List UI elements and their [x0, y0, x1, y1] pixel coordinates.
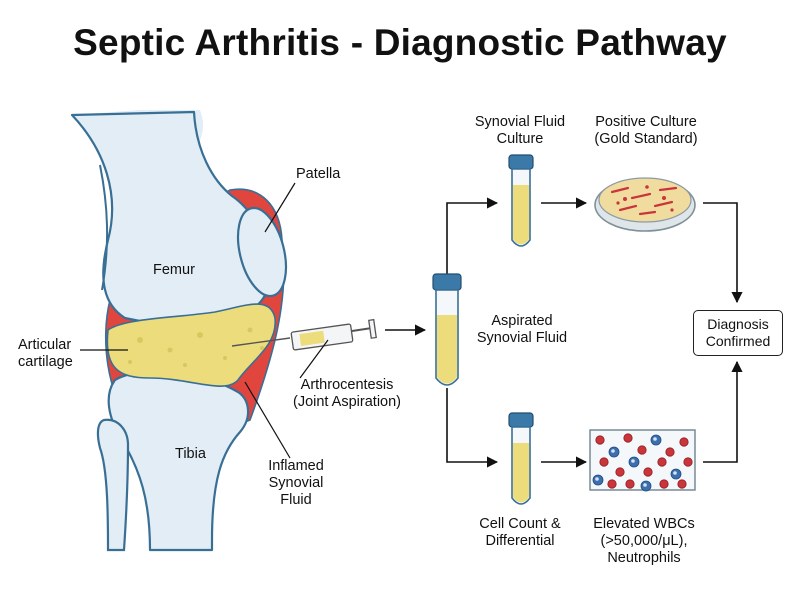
label-elevated-wbc: Elevated WBCs(>50,000/μL),Neutrophils — [593, 516, 695, 566]
red-blood-cell — [595, 435, 605, 445]
soft-tissue-outline — [99, 164, 109, 291]
red-blood-cell — [659, 479, 669, 489]
label-arthrocentesis: Arthrocentesis(Joint Aspiration) — [293, 377, 401, 410]
microscopy-slide — [589, 429, 696, 492]
synovial-fluid — [106, 303, 276, 387]
cell-nucleus — [595, 477, 599, 481]
tube-cell-count — [508, 412, 534, 505]
red-blood-cell — [683, 457, 693, 467]
red-blood-cell — [677, 479, 687, 489]
pathway-arrows — [385, 197, 743, 468]
syringe-plunger — [351, 327, 373, 332]
label-tibia: Tibia — [175, 446, 206, 462]
tube-aspirated — [432, 273, 462, 386]
patella-bone — [236, 206, 288, 298]
red-blood-cell — [637, 445, 647, 455]
red-blood-cell — [679, 437, 689, 447]
fibula-bone — [96, 418, 130, 552]
fluid-specks — [128, 327, 264, 367]
label-patella: Patella — [296, 166, 341, 182]
red-blood-cell — [623, 433, 633, 443]
red-blood-cell — [643, 467, 653, 477]
red-blood-cell — [657, 457, 667, 467]
red-blood-cell — [665, 447, 675, 457]
label-femur: Femur — [153, 262, 195, 278]
bacterial-colonies — [610, 186, 678, 216]
femur-bone-shaft — [70, 110, 270, 328]
cell-nucleus — [611, 449, 615, 453]
page-title: Septic Arthritis - Diagnostic Pathway — [73, 22, 727, 63]
label-cell-count: Cell Count &Differential — [479, 516, 561, 549]
syringe-thumb-rest — [368, 318, 377, 339]
red-blood-cell — [625, 479, 635, 489]
cell-nucleus — [653, 437, 657, 441]
leader-lines — [80, 182, 329, 459]
cell-nucleus — [643, 483, 647, 487]
tube-culture — [508, 154, 534, 247]
petri-dish — [594, 177, 696, 232]
cell-nucleus — [673, 471, 677, 475]
cell-nucleus — [631, 459, 635, 463]
syringe-needle — [231, 337, 291, 347]
red-blood-cell — [607, 479, 617, 489]
knee-anatomy — [70, 110, 377, 552]
red-blood-cell — [599, 457, 609, 467]
syringe-aspirate — [299, 330, 325, 347]
red-blood-cell — [615, 467, 625, 477]
label-positive-culture: Positive Culture(Gold Standard) — [594, 114, 698, 147]
